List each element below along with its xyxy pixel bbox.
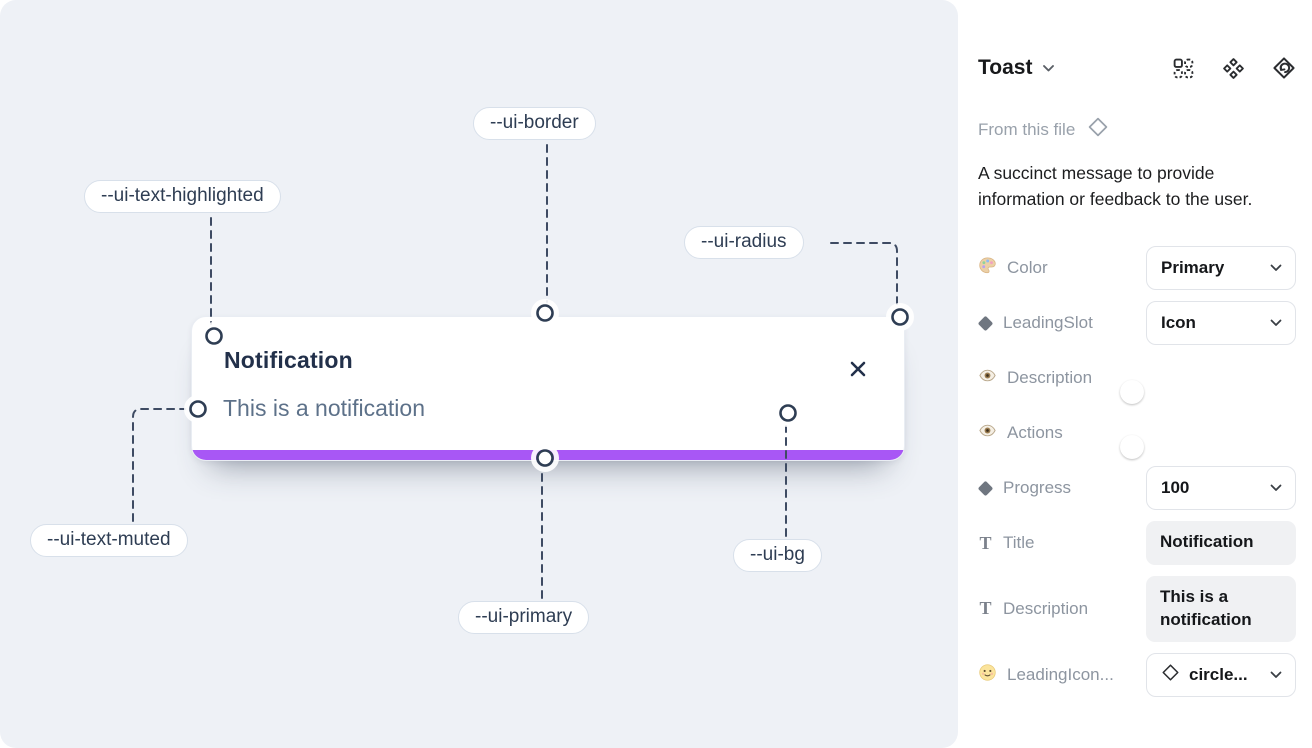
toast-close-button[interactable] xyxy=(846,359,870,383)
chevron-down-icon xyxy=(1270,666,1282,684)
property-label: Description xyxy=(1007,368,1093,387)
callout-ui-text-muted[interactable]: --ui-text-muted xyxy=(30,524,188,557)
color-select[interactable]: Primary xyxy=(1146,246,1296,290)
leading-slot-select-value: Icon xyxy=(1161,313,1196,332)
smiley-icon xyxy=(978,663,997,687)
diamond-filled-icon xyxy=(978,315,994,331)
title-input[interactable]: Notification xyxy=(1146,521,1296,565)
connector-dots xyxy=(184,299,914,472)
progress-select-value: 100 xyxy=(1161,478,1190,497)
connector-dot-text-muted[interactable] xyxy=(184,395,212,423)
chevron-down-icon xyxy=(1270,314,1282,332)
diamond-outline-icon xyxy=(1161,663,1180,687)
property-row-leading-icon: LeadingIcon... circle... xyxy=(978,652,1296,697)
design-canvas: Notification This is a notification --ui… xyxy=(0,0,958,748)
connector-dot-border[interactable] xyxy=(531,299,559,327)
chevron-down-icon[interactable] xyxy=(1042,64,1055,73)
toggle-knob xyxy=(1120,380,1144,404)
callout-ui-primary[interactable]: --ui-primary xyxy=(458,601,590,634)
property-label: Color xyxy=(1007,258,1048,277)
toggle-knob xyxy=(1120,435,1144,459)
callout-ui-radius[interactable]: --ui-radius xyxy=(684,226,804,259)
property-row-title: T Title Notification xyxy=(978,521,1296,565)
leading-icon-select-value: circle... xyxy=(1189,664,1248,684)
property-label: Progress xyxy=(1003,478,1072,497)
description-input[interactable]: This is a notification xyxy=(1146,576,1296,642)
chevron-down-icon xyxy=(1270,259,1282,277)
property-label: LeadingIcon... xyxy=(1007,664,1114,684)
leading-icon-select[interactable]: circle... xyxy=(1146,652,1296,697)
property-label: Actions xyxy=(1007,423,1063,442)
reset-revert-icon[interactable] xyxy=(1272,56,1296,80)
diamond-filled-icon xyxy=(978,480,994,496)
color-select-value: Primary xyxy=(1161,258,1225,277)
source-row: From this file xyxy=(978,116,1109,143)
toast-title: Notification xyxy=(224,347,353,373)
connector-dot-text-highlighted[interactable] xyxy=(200,322,228,350)
property-row-progress: Progress 100 xyxy=(978,466,1296,510)
property-row-description-toggle: Description xyxy=(978,356,1296,404)
palette-icon xyxy=(978,256,997,280)
property-label: LeadingSlot xyxy=(1003,313,1093,332)
callout-ui-bg[interactable]: --ui-bg xyxy=(733,539,822,572)
component-description: A succinct message to provide informatio… xyxy=(978,163,1253,210)
properties-panel: Toast xyxy=(958,0,1312,748)
callout-ui-border[interactable]: --ui-border xyxy=(473,107,596,140)
callout-ui-text-highlighted[interactable]: --ui-text-highlighted xyxy=(84,180,281,213)
property-rows: Color Primary LeadingSlot Icon xyxy=(978,246,1296,697)
property-label: Description xyxy=(1003,598,1089,618)
source-label: From this file xyxy=(978,119,1076,139)
panel-header: Toast xyxy=(978,56,1296,80)
property-row-actions-toggle: Actions xyxy=(978,411,1296,459)
connector-dot-bg[interactable] xyxy=(774,399,802,427)
property-row-description-text: T Description This is a notification xyxy=(978,576,1296,642)
diamond-outline-icon xyxy=(1087,116,1109,143)
close-icon xyxy=(848,359,868,384)
text-type-icon: T xyxy=(979,598,992,619)
progress-select[interactable]: 100 xyxy=(1146,466,1296,510)
connector-dot-primary[interactable] xyxy=(531,444,559,472)
leader-line-ui-radius xyxy=(830,242,898,306)
eye-icon xyxy=(978,421,997,445)
component-diamonds-icon[interactable] xyxy=(1222,57,1245,80)
property-row-leading-slot: LeadingSlot Icon xyxy=(978,301,1296,345)
variants-grid-icon[interactable] xyxy=(1172,57,1195,80)
leading-slot-select[interactable]: Icon xyxy=(1146,301,1296,345)
toast-description: This is a notification xyxy=(223,395,425,421)
toast-component-preview[interactable]: Notification This is a notification xyxy=(191,316,905,461)
leader-line-ui-text-muted xyxy=(132,408,186,522)
text-type-icon: T xyxy=(979,532,992,553)
eye-icon xyxy=(978,366,997,390)
property-row-color: Color Primary xyxy=(978,246,1296,290)
connector-dot-radius[interactable] xyxy=(886,303,914,331)
chevron-down-icon xyxy=(1270,479,1282,497)
property-label: Title xyxy=(1003,533,1035,552)
component-name[interactable]: Toast xyxy=(978,56,1033,79)
